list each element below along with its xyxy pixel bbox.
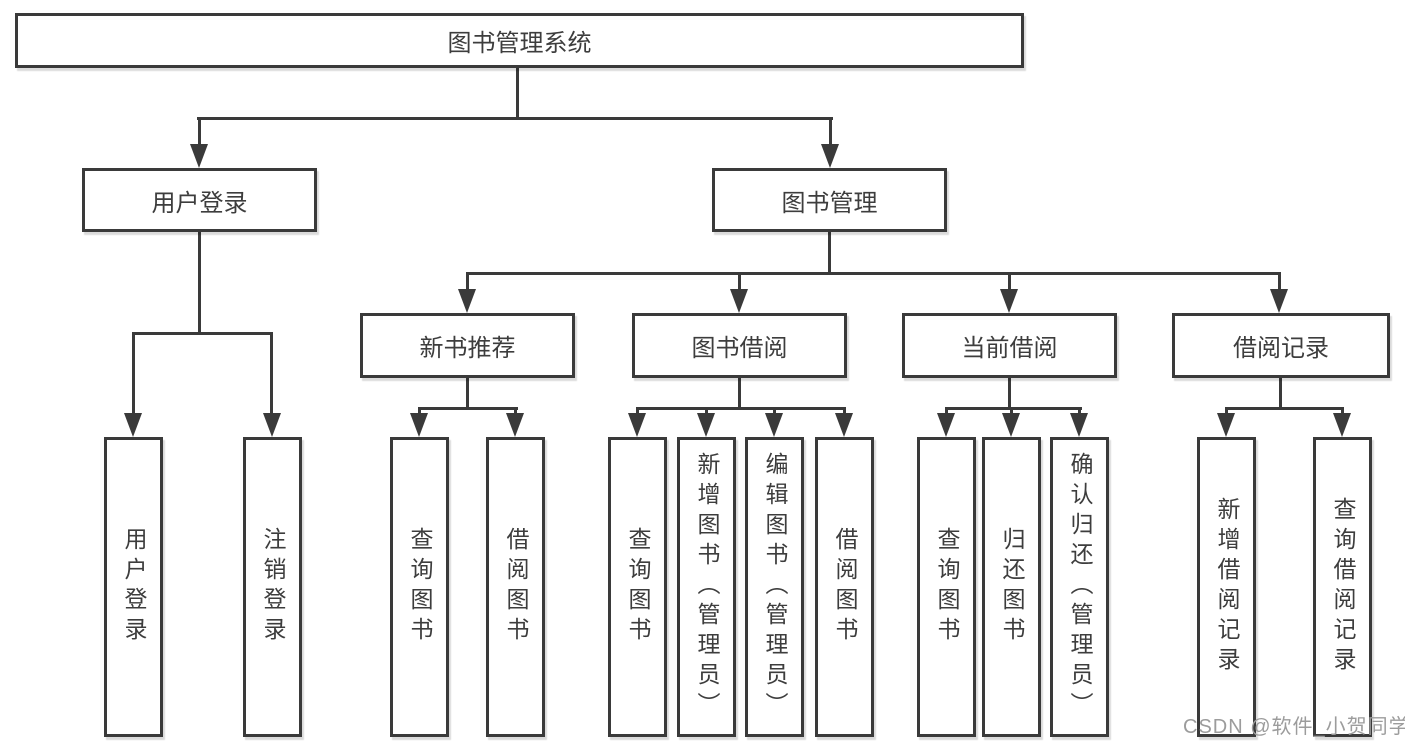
csdn-watermark: CSDN @软件_小贺同学 xyxy=(1183,716,1405,738)
node-new-book-recommend: 新书推荐 xyxy=(360,313,575,378)
leaf-user-login: 用户登录 xyxy=(104,437,163,737)
arrowhead-down-icon xyxy=(458,289,476,313)
arrowhead-down-icon xyxy=(730,289,748,313)
arrowhead-down-icon xyxy=(1002,413,1020,437)
connector-line xyxy=(132,332,273,335)
connector-line xyxy=(945,407,948,417)
leaf-return-book: 归还图书 xyxy=(982,437,1041,737)
connector-line xyxy=(1078,407,1081,417)
connector-line xyxy=(828,232,831,275)
leaf-query-books-recommend: 查询图书 xyxy=(390,437,449,737)
node-borrow-records: 借阅记录 xyxy=(1172,313,1390,378)
connector-line xyxy=(1279,378,1282,410)
arrowhead-down-icon xyxy=(410,413,428,437)
arrowhead-down-icon xyxy=(124,413,142,437)
leaf-label: 注销登录 xyxy=(260,527,286,647)
leaf-query-borrow-record: 查询借阅记录 xyxy=(1313,437,1372,737)
leaf-query-books-current: 查询图书 xyxy=(917,437,976,737)
connector-line xyxy=(738,378,741,410)
node-label: 当前借阅 xyxy=(961,335,1058,362)
leaf-label: 借阅图书 xyxy=(503,527,529,647)
leaf-label: 查询图书 xyxy=(625,527,651,647)
node-label: 图书管理 xyxy=(781,189,878,217)
arrowhead-down-icon xyxy=(506,413,524,437)
connector-line xyxy=(197,117,833,120)
connector-line xyxy=(1008,272,1011,292)
connector-line xyxy=(466,272,469,292)
node-label: 图书管理系统 xyxy=(447,30,592,57)
connector-line xyxy=(773,407,776,417)
leaf-label: 查询借阅记录 xyxy=(1330,497,1356,677)
connector-line xyxy=(705,407,708,417)
node-current-borrow: 当前借阅 xyxy=(902,313,1117,378)
node-label: 用户登录 xyxy=(151,189,248,217)
connector-line xyxy=(516,68,519,120)
connector-line xyxy=(636,407,639,417)
leaf-label: 查询图书 xyxy=(407,527,433,647)
leaf-label: 新增借阅记录 xyxy=(1214,497,1240,677)
leaf-label: 归还图书 xyxy=(999,527,1025,647)
connector-line xyxy=(1010,407,1013,417)
leaf-add-borrow-record: 新增借阅记录 xyxy=(1197,437,1256,737)
node-label: 借阅记录 xyxy=(1233,335,1329,362)
connector-line xyxy=(1225,407,1344,410)
connector-line xyxy=(418,407,518,410)
connector-line xyxy=(945,407,1082,410)
leaf-query-books-borrow: 查询图书 xyxy=(608,437,667,737)
arrowhead-down-icon xyxy=(190,144,208,168)
arrowhead-down-icon xyxy=(1217,413,1235,437)
connector-line xyxy=(1008,378,1011,410)
arrowhead-down-icon xyxy=(765,413,783,437)
leaf-confirm-return-admin: 确认归还（管理员） xyxy=(1050,437,1109,737)
node-book-management: 图书管理 xyxy=(712,168,947,232)
leaf-label: 新增图书（管理员） xyxy=(694,452,720,722)
leaf-borrow-books-recommend: 借阅图书 xyxy=(486,437,545,737)
connector-line xyxy=(1278,272,1281,292)
connector-line xyxy=(418,407,421,417)
connector-line xyxy=(198,232,201,335)
arrowhead-down-icon xyxy=(1000,289,1018,313)
leaf-borrow-books: 借阅图书 xyxy=(815,437,874,737)
connector-line xyxy=(829,117,832,149)
connector-line xyxy=(1225,407,1228,417)
node-label: 图书借阅 xyxy=(691,335,788,362)
arrowhead-down-icon xyxy=(1270,289,1288,313)
connector-line xyxy=(198,117,201,149)
arrowhead-down-icon xyxy=(821,144,839,168)
arrowhead-down-icon xyxy=(628,413,646,437)
leaf-edit-book-admin: 编辑图书（管理员） xyxy=(745,437,804,737)
node-label: 新书推荐 xyxy=(419,335,516,362)
node-user-login: 用户登录 xyxy=(82,168,317,232)
leaf-label: 用户登录 xyxy=(121,527,147,647)
node-book-borrow: 图书借阅 xyxy=(632,313,847,378)
connector-line xyxy=(738,272,741,292)
connector-line xyxy=(132,332,135,417)
arrowhead-down-icon xyxy=(697,413,715,437)
leaf-label: 编辑图书（管理员） xyxy=(762,452,788,722)
arrowhead-down-icon xyxy=(263,413,281,437)
connector-line xyxy=(636,407,846,410)
connector-line xyxy=(843,407,846,417)
connector-line xyxy=(466,378,469,410)
arrowhead-down-icon xyxy=(1333,413,1351,437)
leaf-logout: 注销登录 xyxy=(243,437,302,737)
connector-line xyxy=(466,272,1281,275)
arrowhead-down-icon xyxy=(1070,413,1088,437)
connector-line xyxy=(514,407,517,417)
leaf-label: 确认归还（管理员） xyxy=(1067,452,1093,722)
arrowhead-down-icon xyxy=(835,413,853,437)
arrowhead-down-icon xyxy=(937,413,955,437)
node-root-library-management-system: 图书管理系统 xyxy=(15,13,1024,68)
leaf-add-book-admin: 新增图书（管理员） xyxy=(677,437,736,737)
leaf-label: 借阅图书 xyxy=(832,527,858,647)
leaf-label: 查询图书 xyxy=(934,527,960,647)
connector-line xyxy=(1341,407,1344,417)
connector-line xyxy=(270,332,273,417)
